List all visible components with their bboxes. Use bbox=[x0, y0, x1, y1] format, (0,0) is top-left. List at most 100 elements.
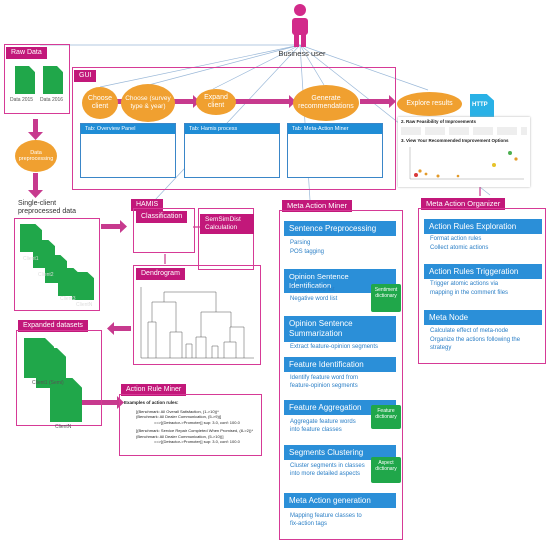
rule-line: (Benchmark: All Dealer Communication, (5… bbox=[136, 414, 222, 419]
action-rules-heading: Examples of action rules: bbox=[124, 400, 179, 405]
mam-segments-clustering: Segments Clustering bbox=[284, 445, 396, 460]
client-file-icon bbox=[72, 272, 94, 300]
meta-action-organizer-tag: Meta Action Organizer bbox=[421, 198, 506, 210]
mao-action-rules-exploration: Action Rules Exploration bbox=[424, 219, 542, 234]
mam-sub-item: Parsing bbox=[290, 240, 311, 246]
tab-overview-panel[interactable]: Tab: Overview Panel bbox=[80, 123, 176, 178]
mam-sub-item: fix-action tags bbox=[290, 521, 328, 527]
raw-data-tag: Raw Data bbox=[6, 47, 47, 59]
step-expand-client[interactable]: Expand client bbox=[196, 89, 236, 115]
semsim-tag: SemSimDist Calculation bbox=[200, 214, 254, 234]
http-file-icon bbox=[470, 94, 494, 120]
step-choose-client-label: Choose client bbox=[87, 95, 113, 110]
business-user bbox=[289, 2, 311, 48]
file-label-2016: Data 2016 bbox=[40, 97, 64, 103]
mam-sub-item: Identify feature word from bbox=[290, 375, 359, 381]
mam-sub-item: into feature classes bbox=[290, 427, 342, 433]
action-rule-miner-tag: Action Rule Miner bbox=[121, 384, 187, 396]
rule-line: [(Benchmark: Service Repair Completed Wh… bbox=[136, 428, 254, 433]
mam-sub-item: feature-opinion segments bbox=[290, 383, 358, 389]
business-user-label: Business user bbox=[278, 49, 326, 58]
results-heading-2: 3. View Your Recommended Improvement Opt… bbox=[401, 138, 509, 143]
mao-sub-item: Calculate effect of meta-node bbox=[430, 328, 509, 334]
tab-hamis-label: Tab: Hamis process bbox=[185, 124, 279, 134]
step-choose-client[interactable]: Choose client bbox=[82, 87, 118, 119]
classification-frame bbox=[133, 208, 195, 253]
mam-sub-item: Aggregate feature words bbox=[290, 419, 356, 425]
clientn-label: ClientN bbox=[76, 302, 93, 308]
mam-feature-identification: Feature Identification bbox=[284, 357, 396, 372]
meta-action-organizer-frame bbox=[418, 208, 546, 364]
rule-line: ==>[(Detractor->Promoter)] sup: 3.0, con… bbox=[154, 439, 240, 444]
mao-sub-item: strategy bbox=[430, 345, 452, 351]
client1-label: Client1 bbox=[23, 256, 39, 262]
data-preprocessing-label: Data preprocessing bbox=[18, 149, 54, 163]
tab-mam-label: Tab: Meta-Action Miner bbox=[288, 124, 382, 134]
mam-sub-item: Mapping feature classes to bbox=[290, 513, 362, 519]
mam-sub-item: Negative word list bbox=[290, 296, 338, 302]
mam-sentence-preprocessing: Sentence Preprocessing bbox=[284, 221, 396, 236]
mam-sub-item: POS tagging bbox=[290, 249, 325, 255]
single-client-title: Single-client preprocessed data bbox=[18, 200, 76, 215]
results-controls bbox=[401, 127, 527, 135]
meta-action-miner-tag: Meta Action Miner bbox=[282, 200, 353, 212]
action-rule-miner-frame bbox=[119, 394, 262, 456]
mam-sub-item: Extract feature-opinion segments bbox=[290, 344, 379, 350]
mam-sub-item: into more detailed aspects bbox=[290, 471, 361, 477]
mam-feature-aggregation: Feature Aggregation bbox=[284, 400, 396, 415]
rule-line: (Benchmark: All Dealer Communication, (5… bbox=[136, 433, 224, 439]
rule-line: ==>[(Detractor->Promoter)] sup: 3.0, con… bbox=[154, 419, 240, 425]
gui-frame bbox=[72, 67, 396, 190]
client3-label: Client3 bbox=[60, 296, 76, 302]
expanded-clientn-label: ClientN bbox=[55, 424, 72, 430]
tab-hamis-process[interactable]: Tab: Hamis process bbox=[184, 123, 280, 178]
data-preprocessing-node: Data preprocessing bbox=[15, 140, 57, 172]
gui-tag: GUI bbox=[74, 70, 97, 82]
meta-action-miner-frame bbox=[279, 210, 403, 540]
data-file-icon bbox=[15, 66, 35, 94]
expanded-datasets-tag: Expanded datasets bbox=[18, 320, 88, 332]
mao-sub-item: Organize the actions following the bbox=[430, 337, 521, 343]
step-choose-survey-label: Choose (survey type & year) bbox=[125, 95, 171, 110]
rule-line: [(Benchmark: All Overall Satisfaction, (… bbox=[136, 408, 219, 414]
mam-opinion-summarization: Opinion Sentence Summarization bbox=[284, 316, 396, 342]
single-client-frame bbox=[14, 218, 100, 311]
semsim-frame bbox=[198, 208, 254, 270]
classification-tag: Classification bbox=[136, 211, 188, 223]
action-rules-box: Examples of action rules: [(Benchmark: A… bbox=[124, 400, 258, 445]
expanded-file-icon bbox=[50, 378, 82, 422]
results-scatter bbox=[409, 147, 524, 180]
step-explore-results[interactable]: Explore results bbox=[397, 92, 462, 116]
mao-sub-item: Trigger atomic actions via bbox=[430, 281, 499, 287]
mao-action-rules-triggeration: Action Rules Triggeration bbox=[424, 264, 542, 279]
expanded-client1-label: Client1 (Semi) bbox=[32, 380, 64, 386]
step-expand-client-label: Expand client bbox=[204, 94, 228, 109]
client2-label: Client2 bbox=[38, 272, 54, 278]
data-file-icon bbox=[43, 66, 63, 94]
step-generate-recommendations[interactable]: Generate recommendations bbox=[293, 85, 359, 121]
expanded-datasets-frame bbox=[16, 330, 102, 426]
mao-sub-item: Collect atomic actions bbox=[430, 245, 489, 251]
dendrogram-tag: Dendrogram bbox=[136, 268, 185, 280]
mam-sub-item: Positive word list bbox=[290, 287, 335, 293]
dendrogram-chart bbox=[140, 287, 254, 359]
dendrogram-frame bbox=[133, 265, 261, 365]
mao-meta-node: Meta Node bbox=[424, 310, 542, 325]
feature-dictionary: Feature dictionary bbox=[371, 405, 401, 429]
tab-meta-action-miner[interactable]: Tab: Meta-Action Miner bbox=[287, 123, 383, 178]
mam-sub-item: Cluster segments in classes bbox=[290, 463, 365, 469]
mam-meta-action-generation: Meta Action generation bbox=[284, 493, 396, 508]
tab-overview-label: Tab: Overview Panel bbox=[81, 124, 175, 134]
mao-sub-item: mapping in the comment files bbox=[430, 290, 509, 296]
results-screenshot: 2. Raw Feasibility of Improvements 3. Vi… bbox=[398, 117, 530, 187]
raw-data-frame bbox=[4, 44, 70, 114]
step-explore-results-label: Explore results bbox=[406, 100, 453, 107]
mao-sub-item: Format action rules bbox=[430, 236, 482, 242]
file-label-2015: Data 2015 bbox=[10, 97, 34, 103]
step-generate-label: Generate recommendations bbox=[298, 95, 354, 110]
person-icon bbox=[292, 4, 308, 47]
sentiment-dictionary: Sentiment dictionary bbox=[371, 284, 401, 312]
step-choose-survey[interactable]: Choose (survey type & year) bbox=[121, 84, 175, 122]
aspect-dictionary: Aspect dictionary bbox=[371, 457, 401, 483]
http-label: HTTP bbox=[472, 102, 488, 108]
